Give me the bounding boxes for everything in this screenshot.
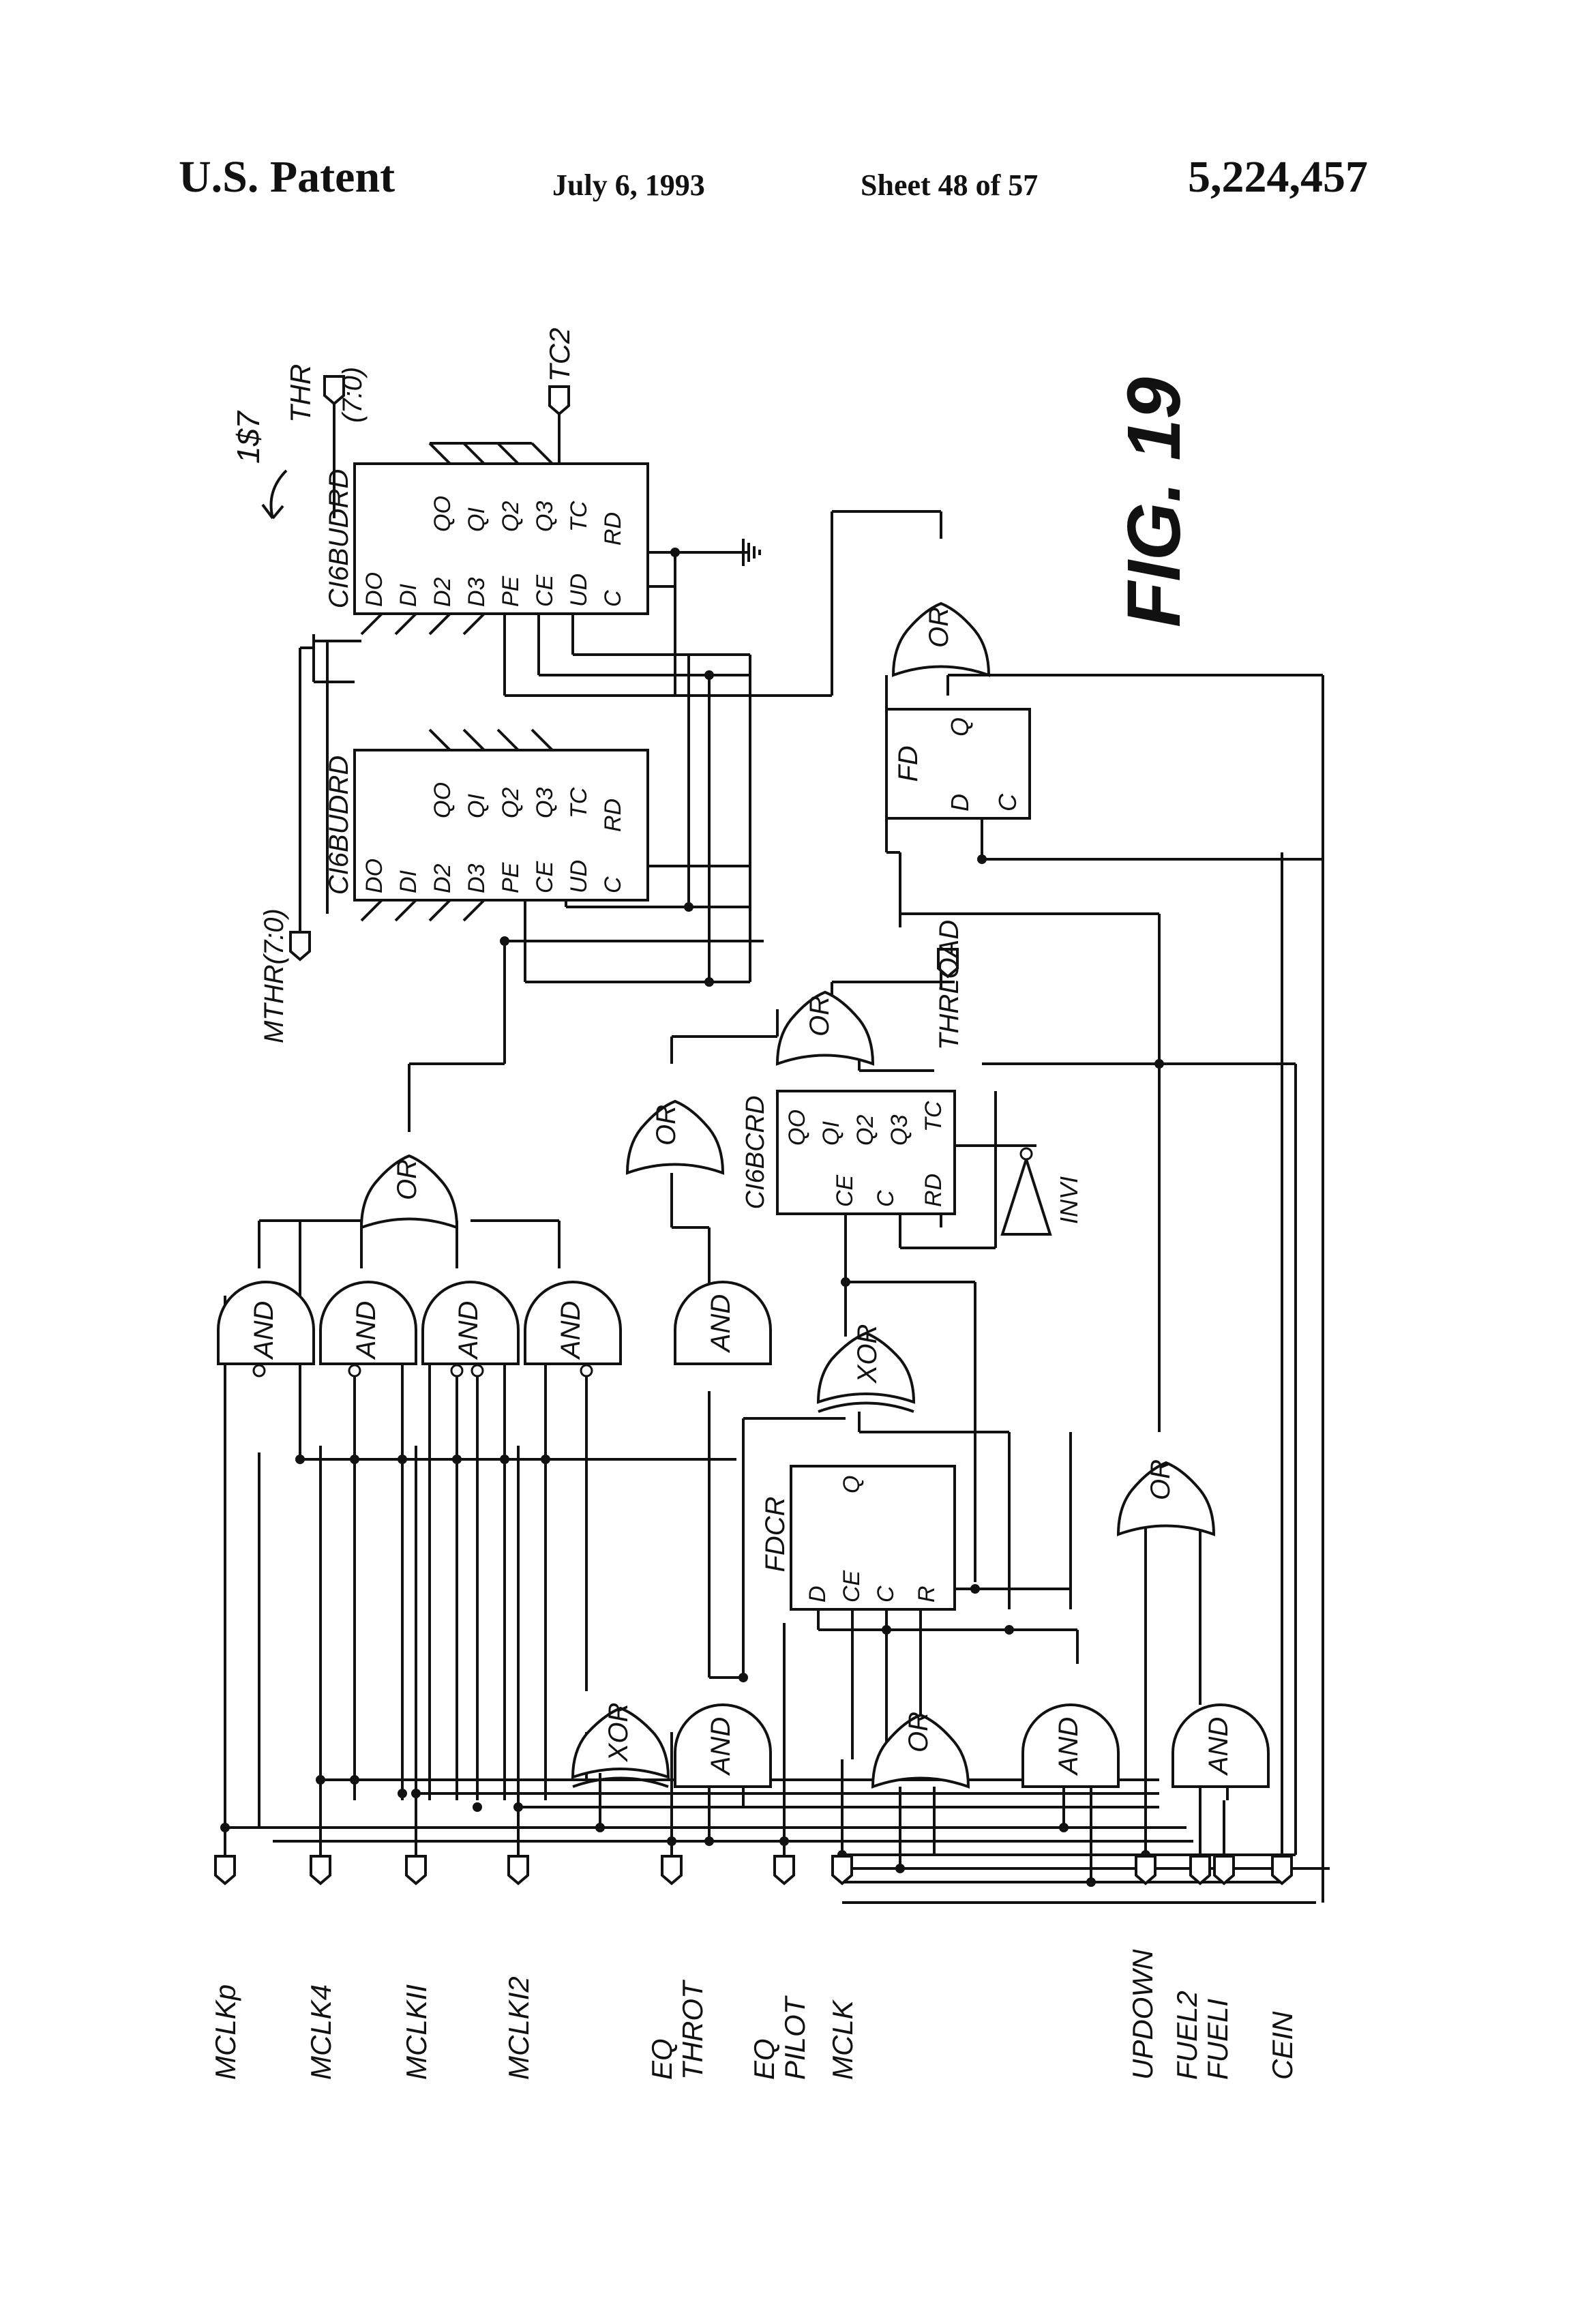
chip-name: FDCR <box>760 1496 790 1572</box>
gate-label: OR <box>1146 1459 1176 1500</box>
pin-label: QO <box>430 782 456 818</box>
input-label-eq-pilot: EQ <box>748 2038 780 2080</box>
pin-label: R <box>914 1585 940 1603</box>
gate-label: OR <box>904 1712 934 1753</box>
gate-label: XOR <box>603 1703 633 1763</box>
pin-label: C <box>600 590 626 607</box>
input-label-mclk: MCLK <box>826 1999 859 2080</box>
input-label-cein: CEIN <box>1266 2011 1298 2080</box>
pin-label: DI <box>395 583 421 607</box>
pin-label: CE <box>532 574 558 607</box>
gate-label: XOR <box>852 1324 882 1384</box>
pin-label: D3 <box>464 577 490 607</box>
pin-label: Q2 <box>498 501 524 532</box>
horizontal-bus-lines <box>225 1780 1330 1903</box>
chip-name: CI6BUDRD <box>324 469 354 608</box>
tc2-label: TC2 <box>543 328 576 382</box>
input-label-mclkii: MCLKII <box>400 1984 432 2080</box>
input-label-mclkp: MCLKp <box>209 1984 241 2080</box>
pin-label: TC <box>566 787 592 818</box>
counter-chip-bottom: CI6BUDRD DO DI D2 D3 PE CE UD C RD QO QI… <box>324 750 648 900</box>
pin-label: C <box>873 1585 899 1603</box>
pin-label: D2 <box>430 863 456 893</box>
input-label-eq-pilot-2: PILOT <box>779 1995 811 2080</box>
gate-label: AND <box>1204 1717 1234 1776</box>
gate-label: AND <box>351 1301 381 1360</box>
pin-label: Q <box>839 1476 865 1493</box>
pin-label: QI <box>464 794 490 818</box>
pin-label: QO <box>784 1109 810 1146</box>
pin-label: D2 <box>430 577 456 607</box>
pin-label: Q3 <box>532 788 558 818</box>
input-label-fuel2: FUEL2 <box>1171 1991 1203 2080</box>
gate-label: AND <box>1054 1717 1084 1776</box>
pin-label: PE <box>498 576 524 607</box>
pin-label: C <box>600 876 626 893</box>
pin-label: RD <box>600 512 626 546</box>
pin-label: Q <box>946 717 974 736</box>
gate-label: AND <box>706 1294 736 1353</box>
chip-name: FD <box>893 745 923 781</box>
pin-label: TC <box>566 501 592 532</box>
pin-label: D3 <box>464 863 490 893</box>
pin-label: RD <box>921 1174 946 1207</box>
pin-label: UD <box>566 573 592 607</box>
pin-label: TC <box>921 1101 946 1132</box>
pin-label: DO <box>361 572 387 607</box>
input-label-mclk4: MCLK4 <box>305 1984 337 2080</box>
pin-label: CE <box>532 861 558 893</box>
input-label-eq-throt: EQ <box>646 2038 678 2080</box>
gate-label: AND <box>556 1301 586 1360</box>
pin-label: C <box>873 1190 899 1207</box>
thr-range-label: (7:0) <box>338 367 368 423</box>
counter-chip-top: CI6BUDRD DO DI D2 D3 PE CE UD C RD QO QI… <box>324 464 648 614</box>
pin-label: UD <box>566 860 592 893</box>
input-label-updown: UPDOWN <box>1126 1949 1159 2080</box>
input-label-mclki2: MCLKI2 <box>503 1976 535 2080</box>
thrload-label: THRLOAD <box>934 920 964 1050</box>
inverter-invi: INVI <box>1002 1148 1083 1234</box>
gate-label: OR <box>924 607 954 648</box>
flipflop-fd: FD D Q C <box>886 709 1030 818</box>
mthr-port <box>290 932 310 959</box>
pin-label: Q3 <box>532 501 558 532</box>
chip-name: CI6BCRD <box>741 1096 770 1210</box>
pin-label: PE <box>498 862 524 893</box>
pin-label: DO <box>361 859 387 893</box>
pin-label: QI <box>818 1121 844 1146</box>
input-label-fueli: FUELI <box>1202 1999 1234 2080</box>
flipflop-fdcr: FDCR D CE C R Q <box>760 1466 955 1609</box>
input-labels: MCLKp MCLK4 MCLKII MCLKI2 EQ THROT EQ PI… <box>209 1949 1298 2080</box>
reference-label: 1$7 <box>230 411 266 464</box>
figure-title: FIG. 19 <box>1112 377 1196 627</box>
pin-label: Q2 <box>498 788 524 818</box>
pin-label: D <box>805 1585 831 1603</box>
pin-label: D <box>946 794 974 811</box>
and-to-or-wires <box>259 1221 559 1268</box>
gate-label: AND <box>249 1301 279 1360</box>
thr-label: THR <box>284 364 316 423</box>
gate-label: AND <box>706 1717 736 1776</box>
pin-label: CE <box>839 1570 865 1603</box>
input-label-eq-throt-2: THROT <box>676 1979 708 2080</box>
pin-label: Q3 <box>886 1115 912 1146</box>
pin-label: Q2 <box>852 1115 878 1146</box>
pin-label: C <box>994 793 1021 811</box>
inverter-label: INVI <box>1055 1176 1083 1224</box>
pin-label: RD <box>600 799 626 832</box>
gate-label: AND <box>453 1301 483 1360</box>
mthr-label: MTHR(7:0) <box>259 908 289 1043</box>
pin-label: QO <box>430 496 456 532</box>
gate-label: OR <box>805 996 835 1037</box>
pin-label: DI <box>395 869 421 893</box>
gate-label: OR <box>392 1159 422 1200</box>
gate-label: OR <box>651 1105 681 1146</box>
pin-label: QI <box>464 507 490 532</box>
tc2-port <box>550 387 569 414</box>
counter-ci6bcrd: CI6BCRD QO QI Q2 Q3 TC CE C RD <box>741 1091 955 1214</box>
pin-label: CE <box>832 1174 858 1207</box>
